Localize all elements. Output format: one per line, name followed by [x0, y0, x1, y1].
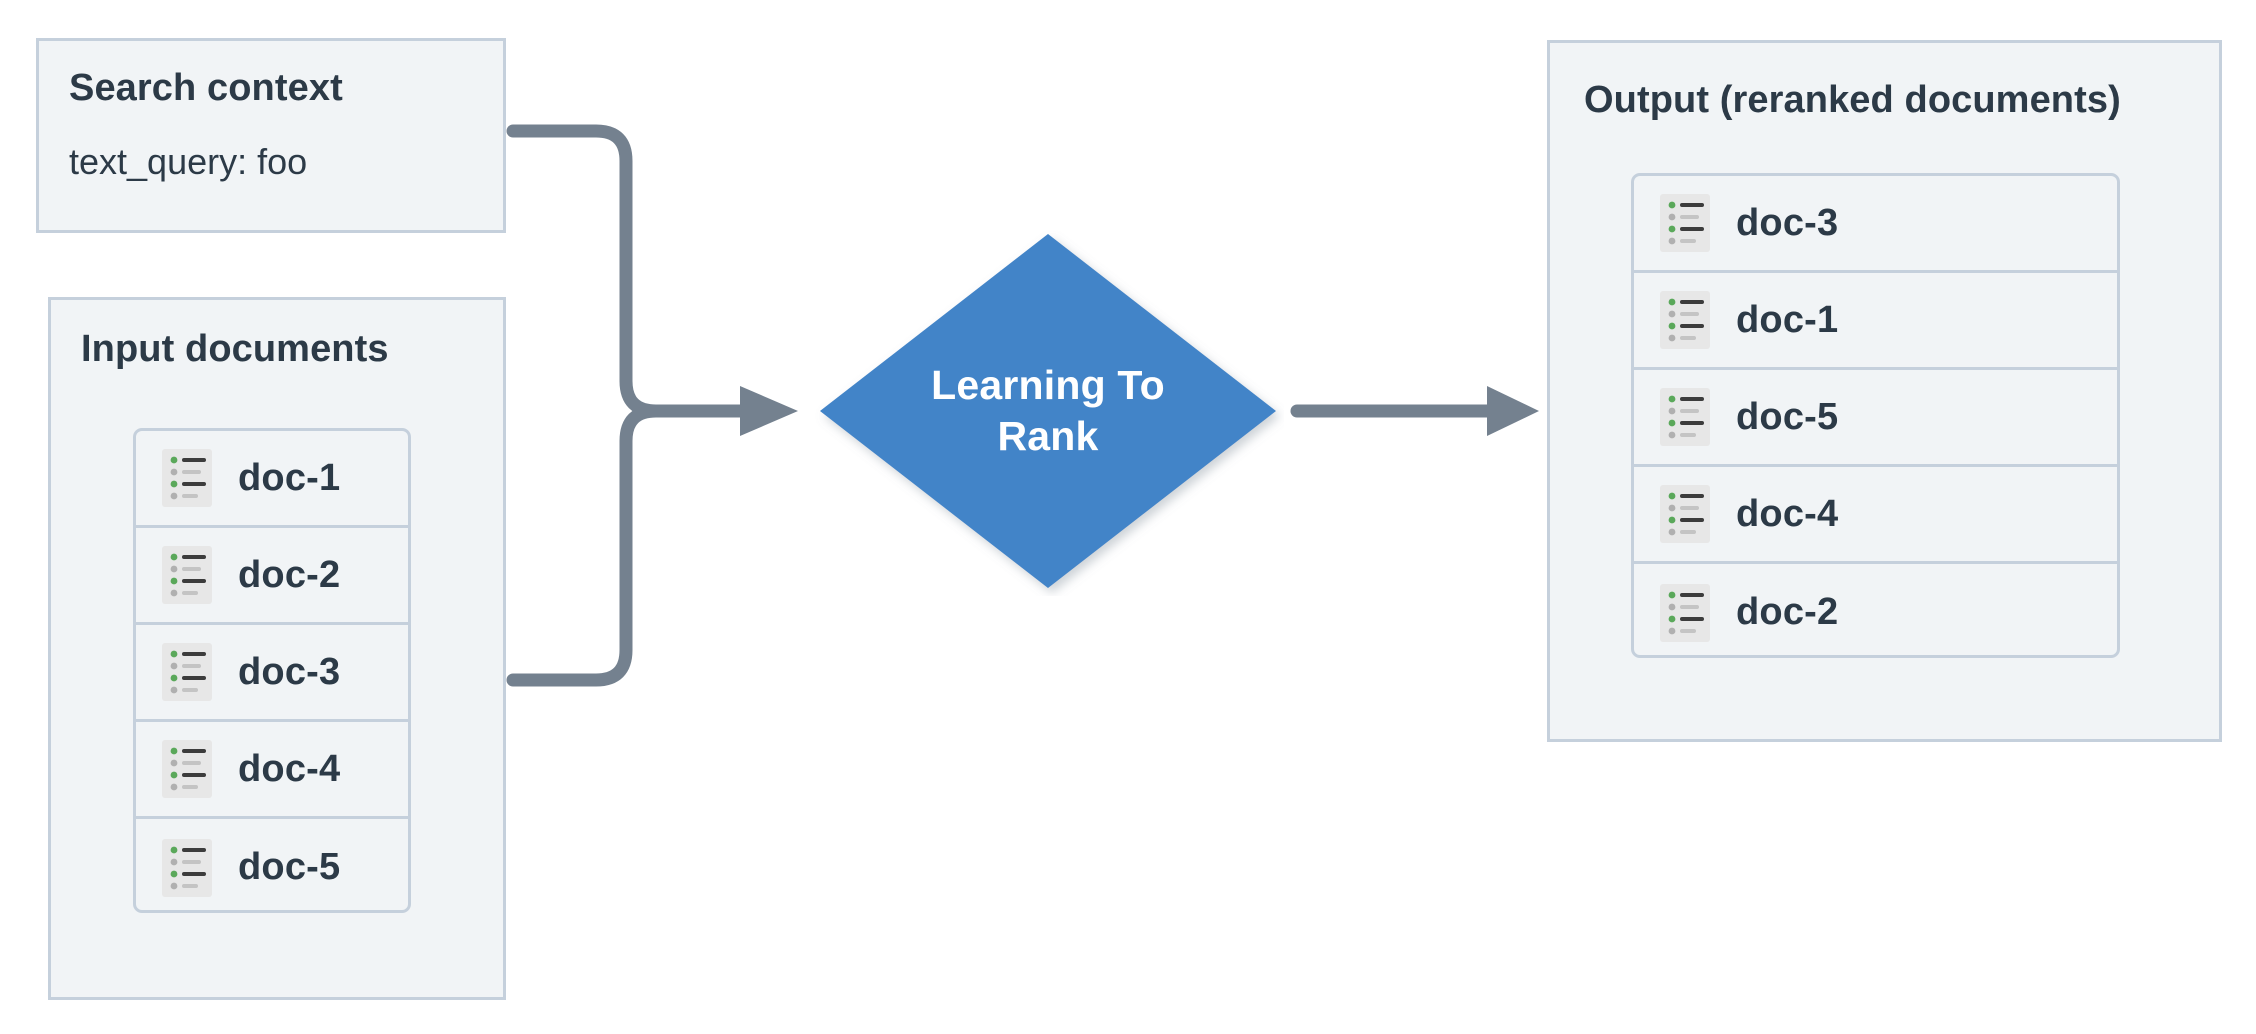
search-context-panel: Search context text_query: foo	[36, 38, 506, 233]
learning-to-rank-label: Learning To Rank	[812, 226, 1284, 596]
diamond-shape	[820, 234, 1276, 588]
document-list-icon	[1660, 583, 1710, 642]
document-list-icon	[162, 740, 212, 798]
document-label: doc-2	[238, 553, 341, 596]
document-label: doc-5	[1736, 395, 1839, 438]
document-label: doc-2	[1736, 591, 1839, 633]
search-context-query-text: text_query: foo	[69, 141, 308, 182]
document-label: doc-3	[1736, 201, 1839, 244]
input-documents-list: doc-1 doc-2 doc-3 doc-4 doc-5	[133, 428, 411, 913]
document-label: doc-1	[238, 456, 341, 499]
document-item[interactable]: doc-2	[1634, 564, 2117, 655]
search-context-title: Search context	[69, 67, 343, 109]
connector-arrowhead-into-output	[1487, 386, 1539, 436]
output-documents-list: doc-3 doc-1 doc-5 doc-4 doc-2	[1631, 173, 2120, 658]
document-label: doc-5	[238, 846, 341, 888]
connector-input-documents-to-ltr	[506, 404, 707, 687]
document-item[interactable]: doc-4	[136, 722, 408, 819]
document-list-icon	[162, 546, 212, 604]
document-label: doc-4	[1736, 492, 1839, 535]
document-label: doc-3	[238, 650, 341, 693]
document-item[interactable]: doc-1	[1634, 273, 2117, 370]
document-item[interactable]: doc-5	[136, 819, 408, 910]
document-label: doc-4	[238, 747, 341, 790]
document-item[interactable]: doc-3	[1634, 176, 2117, 273]
output-title: Output (reranked documents)	[1584, 79, 2121, 121]
document-list-icon	[162, 838, 212, 897]
document-list-icon	[1660, 485, 1710, 543]
document-item[interactable]: doc-5	[1634, 370, 2117, 467]
document-item[interactable]: doc-4	[1634, 467, 2117, 564]
document-label: doc-1	[1736, 298, 1839, 341]
document-item[interactable]: doc-2	[136, 528, 408, 625]
document-list-icon	[162, 643, 212, 701]
ltr-label-line-2: Rank	[997, 413, 1099, 459]
ltr-label-line-1: Learning To	[931, 362, 1165, 409]
document-list-icon	[1660, 388, 1710, 446]
learning-to-rank-node[interactable]: Learning To Rank	[812, 226, 1284, 596]
document-list-icon	[1660, 291, 1710, 349]
document-item[interactable]: doc-1	[136, 431, 408, 528]
connector-search-context-to-ltr	[506, 124, 707, 418]
document-list-icon	[1660, 194, 1710, 252]
input-documents-title: Input documents	[81, 328, 389, 370]
connector-arrowhead-into-ltr	[740, 386, 798, 436]
document-list-icon	[162, 449, 212, 507]
document-item[interactable]: doc-3	[136, 625, 408, 722]
